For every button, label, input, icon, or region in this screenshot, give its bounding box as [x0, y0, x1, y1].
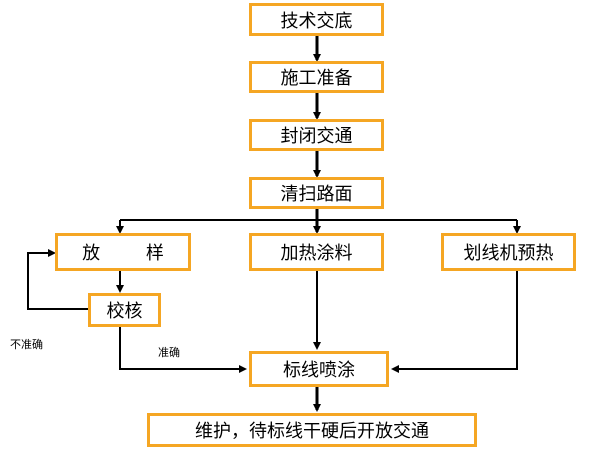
- step-check-label: 校核: [106, 301, 143, 322]
- note-not-accurate: 不准确: [10, 338, 43, 351]
- step-spray-marking: 标线喷涂: [249, 351, 389, 387]
- step-clean-road-label: 清扫路面: [280, 184, 353, 205]
- step-maintain-open-label: 维护，待标线干硬后开放交通: [195, 421, 429, 442]
- step-maintain-open: 维护，待标线干硬后开放交通: [147, 413, 477, 447]
- step-clean-road: 清扫路面: [249, 177, 384, 209]
- step-construction-prep: 施工准备: [249, 61, 384, 93]
- step-heat-paint-label: 加热涂料: [280, 243, 353, 264]
- step-preheat-machine: 划线机预热: [441, 233, 576, 271]
- step-close-traffic-label: 封闭交通: [280, 126, 353, 147]
- loop-not-accurate: [27, 249, 90, 310]
- step-layout: 放 样: [55, 233, 191, 271]
- step-technical-briefing-label: 技术交底: [280, 10, 353, 32]
- arrow-check-to-spray: [119, 326, 247, 373]
- step-check: 校核: [88, 293, 161, 327]
- step-spray-marking-label: 标线喷涂: [283, 360, 355, 381]
- step-construction-prep-label: 施工准备: [280, 68, 353, 89]
- step-technical-briefing: 技术交底: [249, 3, 384, 36]
- step-close-traffic: 封闭交通: [249, 119, 384, 151]
- note-accurate: 准确: [158, 346, 180, 359]
- step-layout-label: 放 样: [82, 243, 164, 264]
- arrow-preheat-to-spray: [391, 271, 518, 373]
- step-preheat-machine-label: 划线机预热: [463, 243, 554, 264]
- step-heat-paint: 加热涂料: [249, 233, 384, 271]
